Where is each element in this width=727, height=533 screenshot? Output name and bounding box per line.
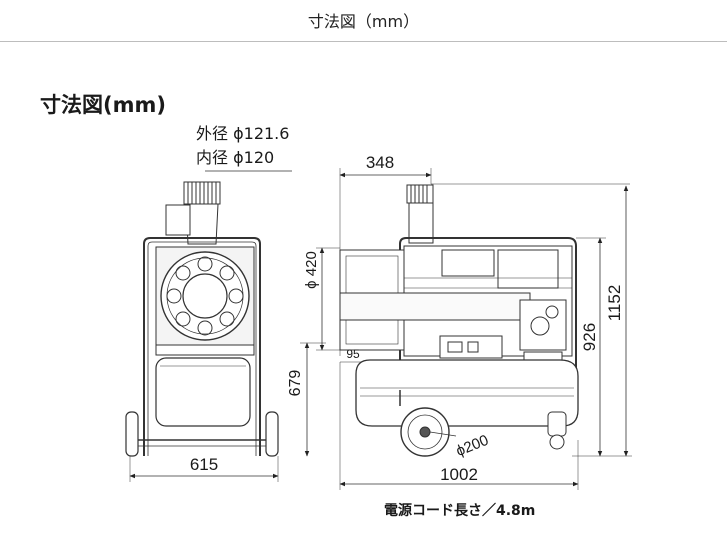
side-chimney — [408, 202, 434, 244]
outer-diameter-label: 外径 ϕ121.6 — [196, 124, 289, 143]
section-title: 寸法図(mm) — [40, 93, 166, 117]
left-wheel — [125, 411, 139, 457]
burner-diameter-420-label: ϕ 420 — [303, 251, 320, 289]
inner-diameter-label: 内径 ϕ120 — [196, 148, 274, 167]
offset-95-label: 95 — [346, 347, 360, 361]
control-panel — [439, 335, 503, 359]
side-view — [316, 168, 632, 490]
right-wheel — [265, 411, 279, 457]
side-frame — [399, 237, 577, 390]
chimney-top — [183, 181, 221, 205]
page-header-title: 寸法図（mm） — [307, 12, 420, 31]
height-926-label: 926 — [580, 323, 599, 351]
wheel-diameter-200-label: ϕ200 — [454, 432, 491, 460]
side-box — [165, 204, 191, 236]
width-615-label: 615 — [190, 455, 218, 474]
pump-unit — [519, 299, 567, 351]
side-tank — [355, 359, 579, 427]
burner-ring — [160, 251, 250, 341]
fuel-tank — [155, 357, 251, 427]
body-band — [339, 292, 531, 321]
burner-center — [182, 273, 228, 319]
page-header: 寸法図（mm） — [0, 0, 727, 42]
length-1002-label: 1002 — [440, 465, 478, 484]
depth-348-label: 348 — [366, 153, 394, 172]
height-679-label: 679 — [287, 370, 304, 397]
power-cord-caption: 電源コード長さ／4.8m — [384, 503, 536, 519]
height-1152-label: 1152 — [605, 285, 624, 322]
frame-outline — [143, 237, 261, 456]
front-view — [125, 170, 326, 482]
